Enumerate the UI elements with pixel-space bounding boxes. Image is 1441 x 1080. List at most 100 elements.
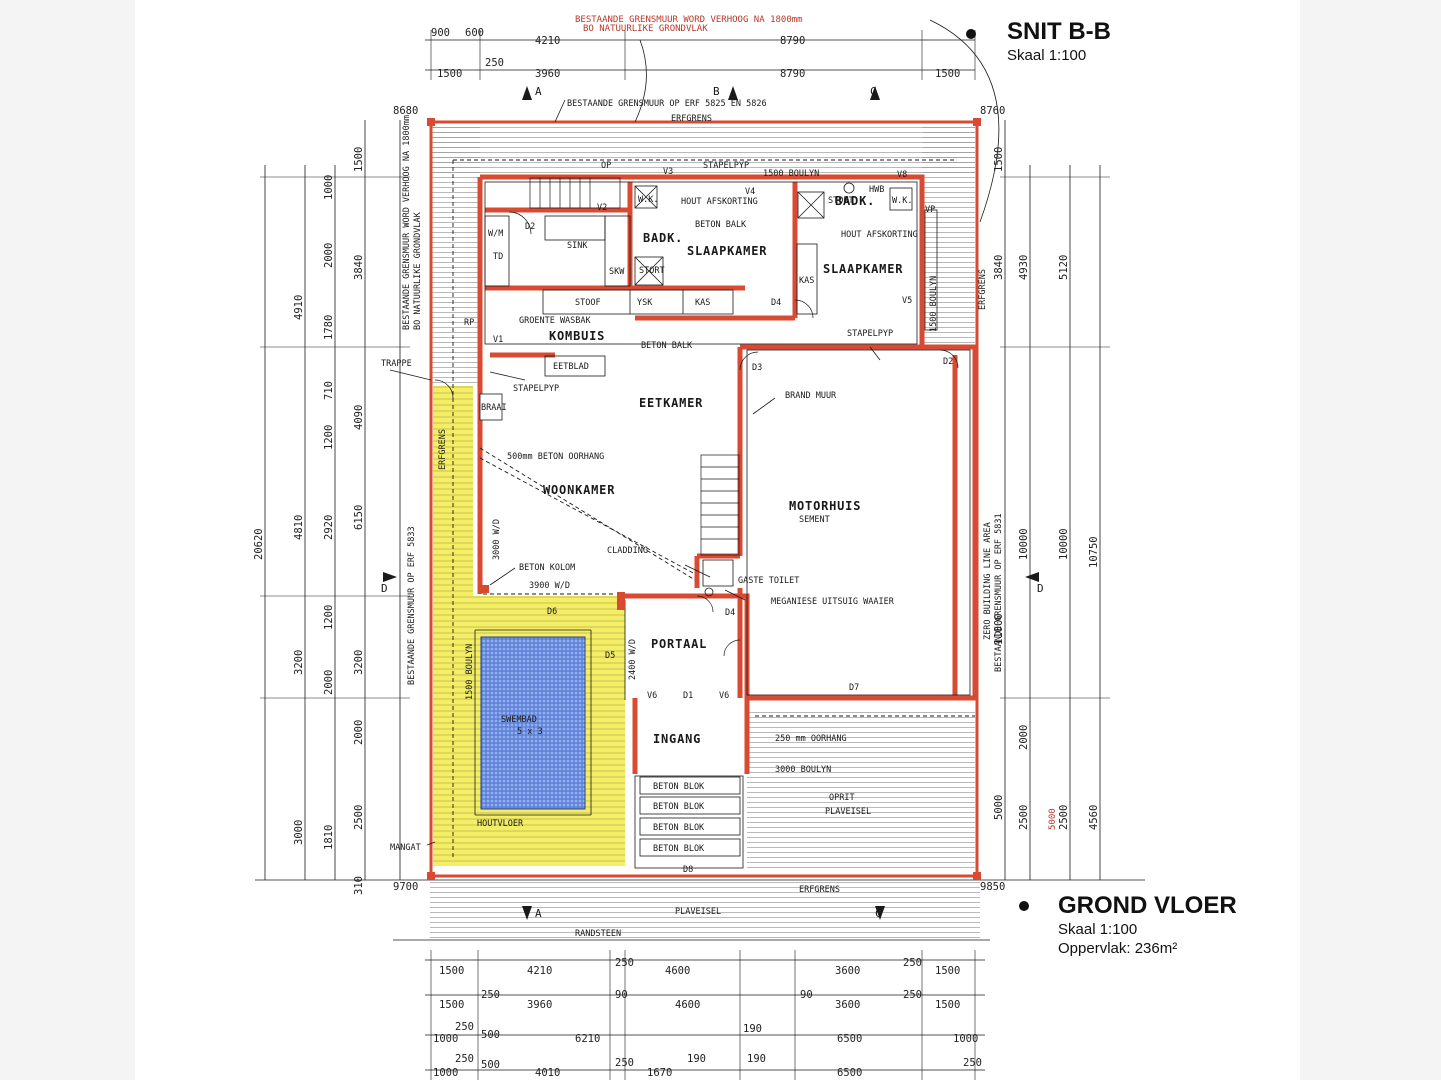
section-arrows: [383, 86, 1039, 920]
note-stapelpyp-top: STAPELPYP: [703, 161, 749, 171]
dim-left-b-4: 1780: [323, 315, 335, 340]
dim-b4-8: 6500: [837, 1067, 862, 1079]
section-title: SNIT B-B: [1007, 18, 1111, 45]
room-braai: BRAAI: [481, 403, 507, 413]
label-stort: STORT: [639, 266, 665, 276]
dim-left-b-2: 2000: [323, 243, 335, 268]
dim-b1-1: 4210: [527, 965, 552, 977]
room-labels: BADK. SLAAPKAMER BADK. SLAAPKAMER KOMBUI…: [477, 194, 902, 829]
door-d2: D2: [943, 357, 953, 367]
dim-right-b-4: 2000: [1018, 725, 1030, 750]
note-hout-afskorting-2: HOUT AFSKORTING: [841, 230, 918, 240]
dim-b4-5: 1670: [647, 1067, 672, 1079]
win-v4: V4: [745, 187, 755, 197]
label-op: OP: [601, 161, 611, 171]
marker-a-bottom: A: [535, 907, 542, 920]
dimensions-bottom: 1500 4210 250 4600 3600 250 1500 1500 25…: [433, 957, 982, 1079]
door-swings: [434, 211, 959, 657]
room-pool-size: 5 x 3: [517, 727, 543, 737]
door-d8: D8: [683, 865, 693, 875]
note-randsteen: RANDSTEEN: [575, 929, 621, 939]
door-d4-b: D4: [725, 608, 735, 618]
dim-top2-250: 250: [485, 57, 504, 69]
label-ysk: YSK: [637, 298, 653, 308]
note-beton-blok-3: BETON BLOK: [653, 823, 705, 833]
room-living: WOONKAMER: [543, 483, 615, 497]
dim-left-b-0: 1000: [323, 175, 335, 200]
dim-b2-2: 3960: [527, 999, 552, 1011]
dim-right-outer-0: 10750: [1088, 536, 1100, 568]
note-trappe: TRAPPE: [381, 359, 412, 369]
room-bathroom-2: BADK.: [835, 194, 875, 208]
dim-b4-1: 1000: [433, 1067, 458, 1079]
dim-left-a-8: 310: [353, 876, 365, 895]
dim-right-c-2: 10000: [1058, 528, 1070, 560]
dim-b2-0: 1500: [439, 999, 464, 1011]
fixtures: [479, 177, 938, 857]
dim-right-c-4: 2500: [1058, 805, 1070, 830]
dim-right-a-8: 5000: [993, 795, 1005, 820]
room-kitchen: KOMBUIS: [549, 329, 605, 343]
win-v2: V2: [597, 203, 607, 213]
dim-left-a-6: 2000: [353, 720, 365, 745]
door-d2-b: D2: [525, 222, 535, 232]
dim-b3-6: 1000: [953, 1033, 978, 1045]
annotations: BESTAANDE GRENSMUUR WORD VERHOOG NA 1800…: [381, 15, 1004, 939]
note-zero-building-line: ZERO BUILDING LINE AREA: [983, 522, 993, 640]
door-window-tags: D1 D2 D3 D4 D4 D5 D6 D7 D8 D2 V1 V2 V3 V…: [493, 167, 953, 875]
room-garage-sub: SEMENT: [799, 515, 830, 525]
dim-corner-br: 9850: [980, 881, 1005, 893]
dim-top2-1500: 1500: [437, 68, 462, 80]
note-erfgrens-right: ERFGRENS: [978, 269, 988, 310]
win-v8: V8: [897, 170, 907, 180]
dim-right-c-0: 5120: [1058, 255, 1070, 280]
note-beton-blok-4: BETON BLOK: [653, 844, 705, 854]
note-mangat: MANGAT: [390, 843, 421, 853]
dim-b3-4: 190: [743, 1023, 762, 1035]
dim-left-a-3: 4090: [353, 405, 365, 430]
note-uitsuig: MEGANIESE UITSUIG WAAIER: [771, 597, 895, 607]
note-boulyn-right: 1500 BOULYN: [929, 276, 939, 332]
dim-b2-4: 4600: [675, 999, 700, 1011]
dim-b4-9: 250: [963, 1057, 982, 1069]
label-hwb: HWB: [869, 185, 884, 195]
label-sink: SINK: [567, 241, 588, 251]
note-erfgrens-bottom: ERFGRENS: [799, 885, 840, 895]
note-boulyn-3000: 3000 BOULYN: [775, 765, 831, 775]
note-w3900: 3900 W/D: [529, 581, 570, 591]
marker-d-right: D: [1037, 582, 1044, 595]
plan-title-block: GROND VLOER Skaal 1:100 Oppervlak: 236m²: [1058, 892, 1237, 958]
room-foyer: PORTAAL: [651, 637, 707, 651]
dim-left-c-1: 4810: [293, 515, 305, 540]
note-beton-kolom: BETON KOLOM: [519, 563, 575, 573]
win-v3: V3: [663, 167, 673, 177]
dim-top-600: 600: [465, 27, 484, 39]
dim-b4-0: 250: [455, 1053, 474, 1065]
dim-b3-5: 6500: [837, 1033, 862, 1045]
dim-left-a-2: 3840: [353, 255, 365, 280]
plan-area: Oppervlak: 236m²: [1058, 940, 1178, 957]
dim-corner-left: 8680: [393, 105, 418, 117]
dim-b1-5: 250: [903, 957, 922, 969]
dim-b3-2: 500: [481, 1029, 500, 1041]
win-v6-b: V6: [719, 691, 729, 701]
dim-right-a-2: 3840: [993, 255, 1005, 280]
section-scale: Skaal 1:100: [1007, 47, 1087, 64]
marker-b-top: B: [713, 85, 720, 98]
marker-c-bottom: C: [875, 907, 882, 920]
room-pool: SWEMBAD: [501, 715, 537, 725]
dim-b2-8: 1500: [935, 999, 960, 1011]
win-v5: V5: [902, 296, 912, 306]
dimension-lines: [255, 30, 1145, 1080]
swimming-pool: [480, 636, 586, 810]
note-erfgrens-left: ERFGRENS: [438, 429, 448, 470]
label-kas2: KAS: [799, 276, 814, 286]
dim-right-b-0: 4930: [1018, 255, 1030, 280]
note-hout-afskorting: HOUT AFSKORTING: [681, 197, 758, 207]
dim-right-b-2: 10000: [1018, 528, 1030, 560]
label-wm: W/M: [488, 229, 503, 239]
note-groente-wasbak: GROENTE WASBAK: [519, 316, 592, 326]
note-oorhang-500: 500mm BETON OORHANG: [507, 452, 604, 462]
note-left-wall: BESTAANDE GRENSMUUR WORD VERHOOG NA 1800…: [402, 115, 412, 330]
room-bathroom-1: BADK.: [643, 231, 683, 245]
